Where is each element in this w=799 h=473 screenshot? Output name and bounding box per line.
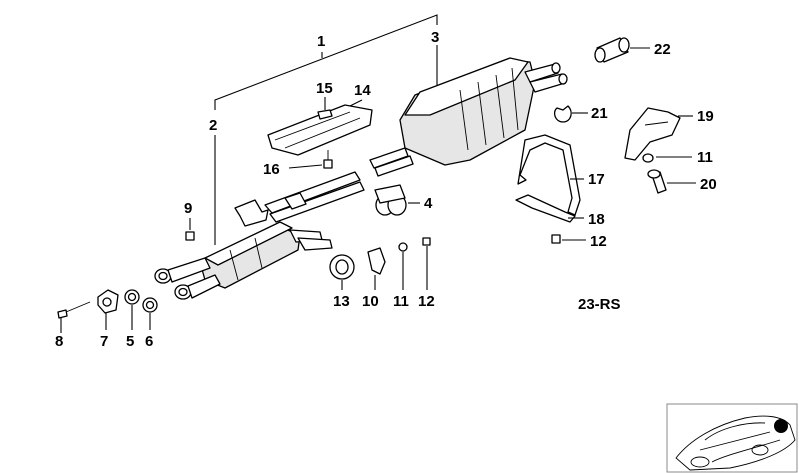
callout-15: 15 (316, 80, 333, 97)
tailpipe-trim (594, 37, 630, 63)
washer-bolt-right (642, 153, 667, 194)
car-outline-icon (675, 415, 796, 471)
front-pipe-center-silencer (154, 171, 365, 300)
callout-16: 16 (263, 161, 280, 178)
callout-19: 19 (697, 108, 714, 125)
callout-10: 10 (362, 293, 379, 310)
callout-5: 5 (126, 333, 134, 350)
bracket-19 (624, 107, 681, 161)
clip-15 (317, 109, 333, 120)
callout-13: 13 (333, 293, 350, 310)
callout-4: 4 (424, 195, 433, 212)
callout-8: 8 (55, 333, 63, 350)
callout-7: 7 (100, 333, 108, 350)
diagram-code: 23-RS (578, 296, 621, 313)
callout-21: 21 (591, 105, 608, 122)
callout-labels: 1 2 3 4 5 6 7 8 9 10 11 12 13 14 15 16 1… (55, 29, 717, 350)
callout-14: 14 (354, 82, 371, 99)
front-gaskets (57, 289, 158, 319)
bracket-10 (367, 247, 386, 275)
screw-16 (323, 150, 333, 169)
vehicle-location-thumbnail (666, 403, 798, 473)
callout-20: 20 (700, 176, 717, 193)
callout-11-mid: 11 (393, 293, 409, 310)
callout-3: 3 (431, 29, 439, 46)
washer-nut-mid (398, 237, 431, 252)
heat-shield (267, 104, 373, 156)
callout-17: 17 (588, 171, 605, 188)
callout-2: 2 (209, 117, 217, 134)
callout-1: 1 (317, 33, 325, 50)
clip-21 (553, 105, 572, 123)
callout-12-right: 12 (590, 233, 607, 250)
callout-9: 9 (184, 200, 192, 217)
callout-12-mid: 12 (418, 293, 435, 310)
location-marker-icon (774, 419, 788, 433)
callout-18: 18 (588, 211, 605, 228)
gasket-ring (329, 254, 355, 280)
nut-9 (185, 231, 195, 241)
callout-22: 22 (654, 41, 671, 58)
callout-11-right: 11 (697, 149, 713, 166)
hanger-17-18 (515, 134, 581, 244)
leader-lines (60, 14, 696, 333)
callout-6: 6 (145, 333, 153, 350)
pipe-clamp (374, 184, 407, 216)
rear-silencer (369, 57, 568, 177)
